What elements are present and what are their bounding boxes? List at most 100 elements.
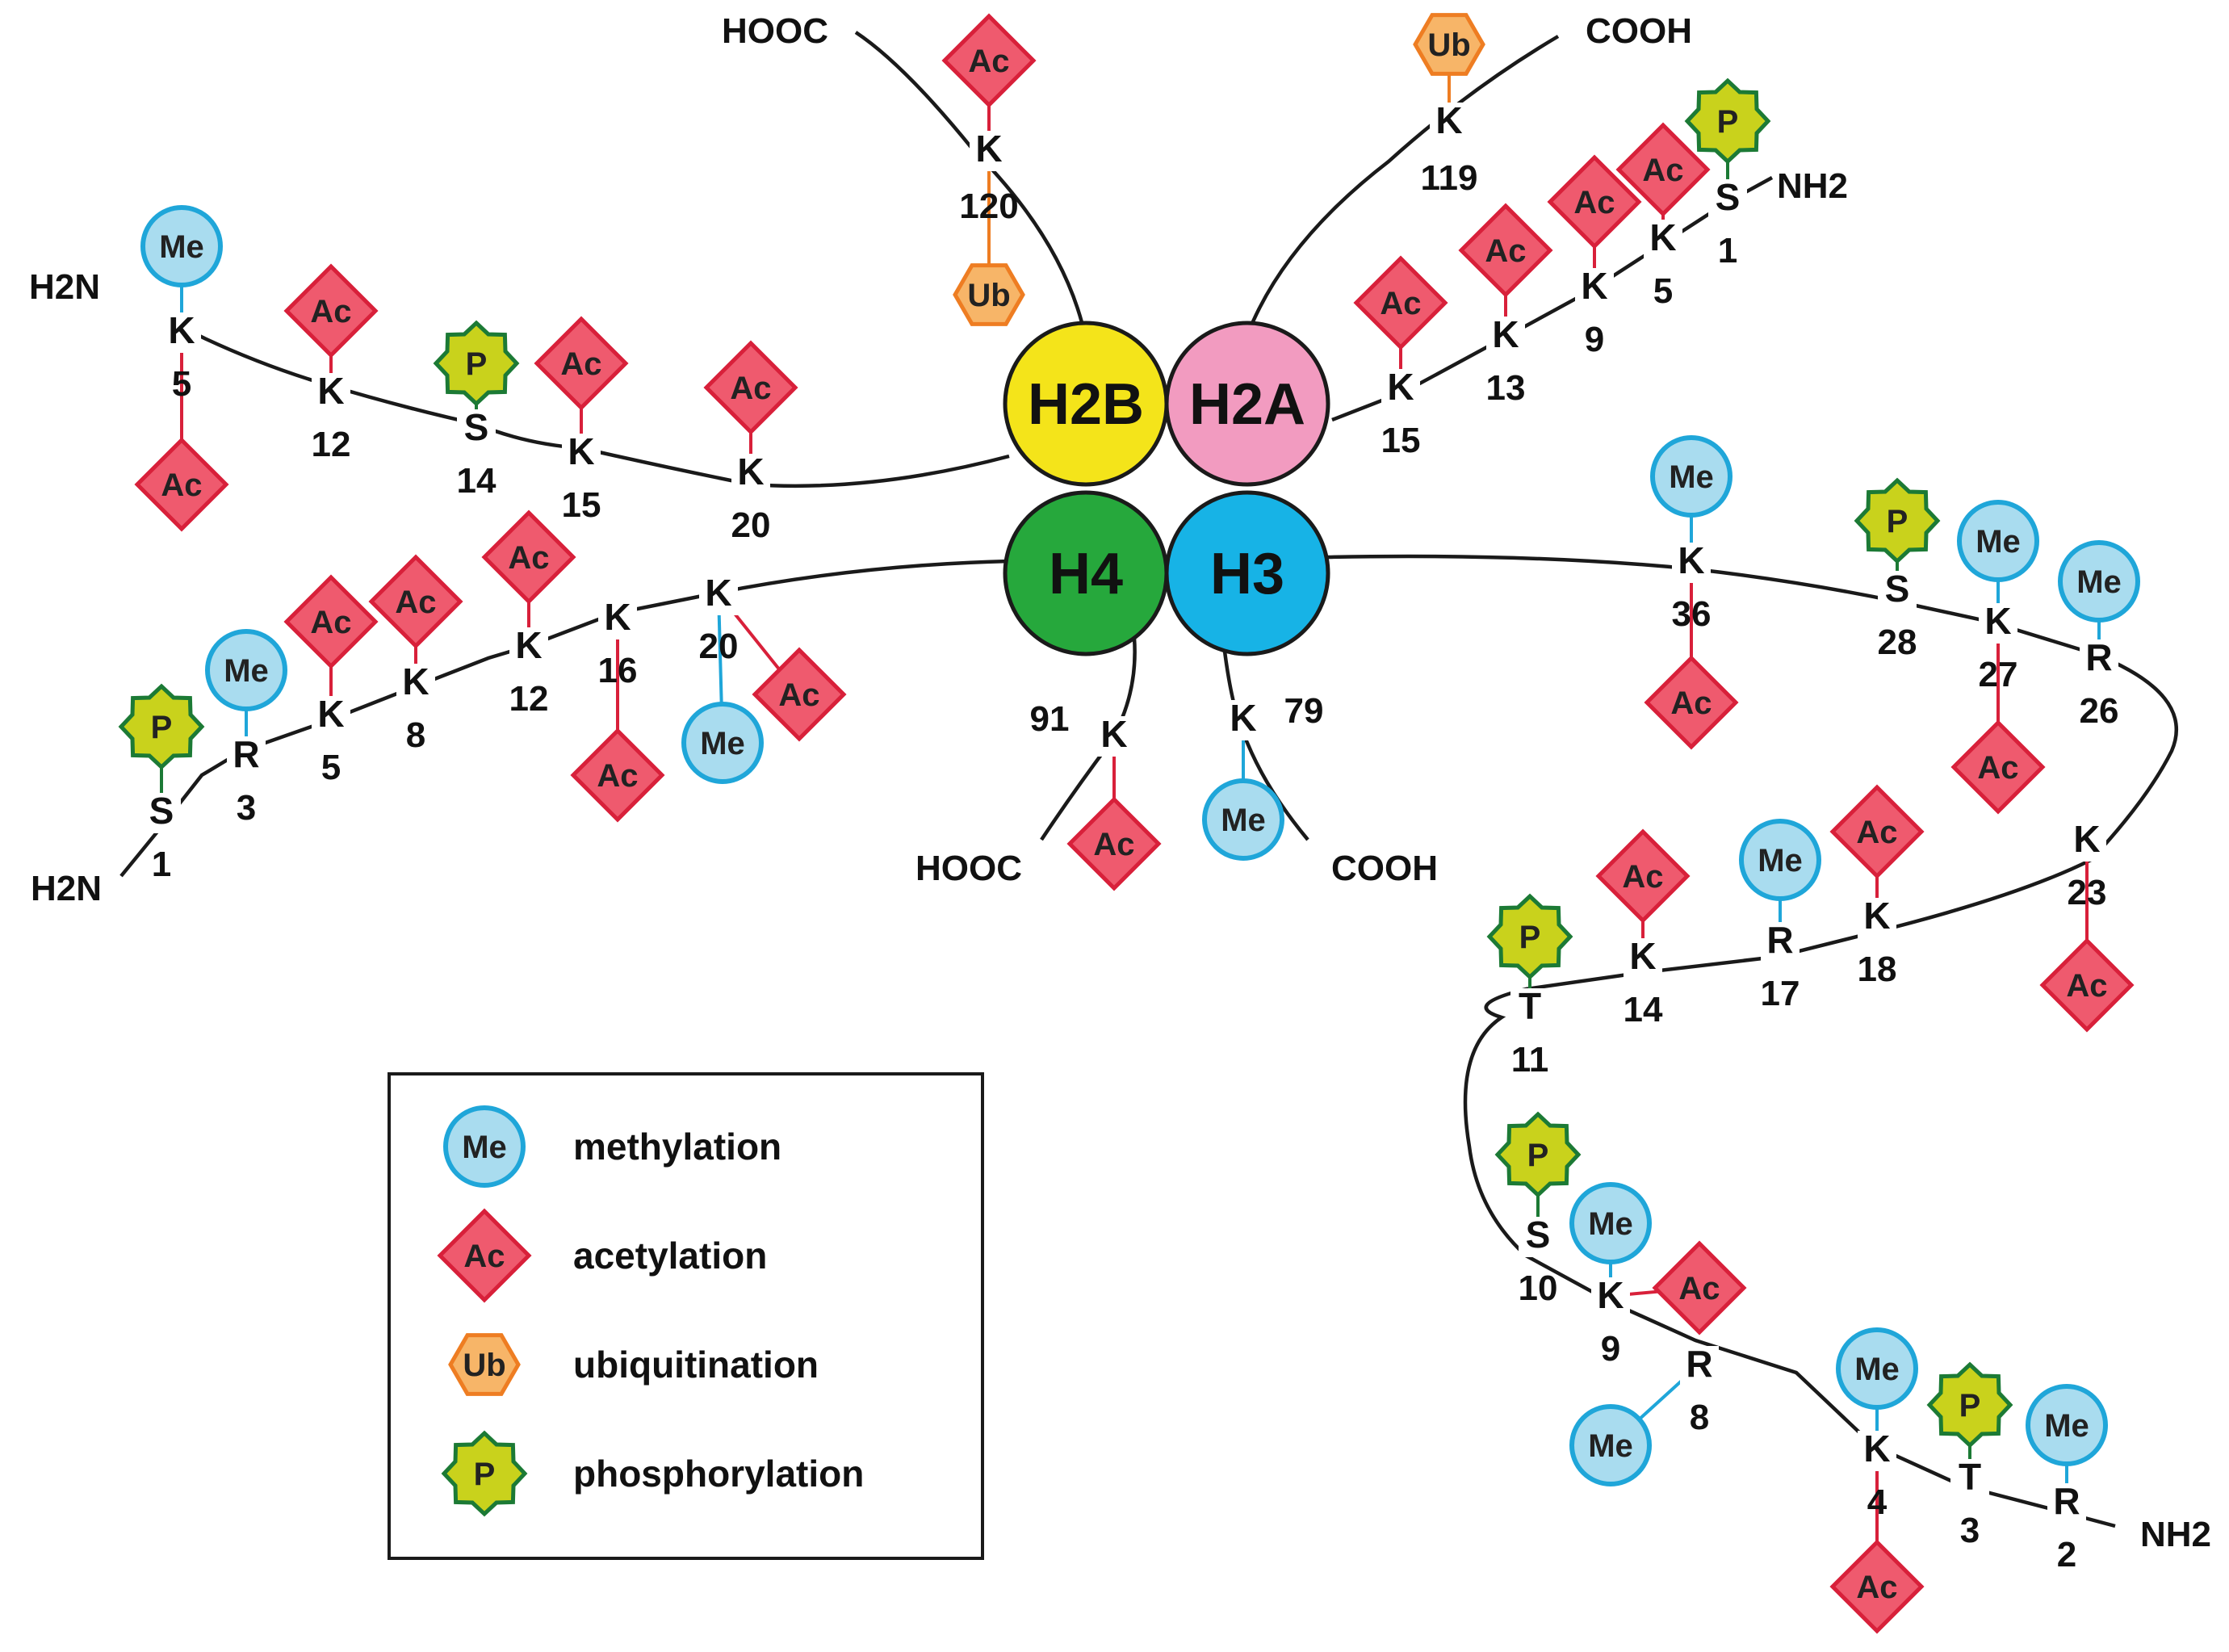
legend-label: methylation bbox=[573, 1126, 781, 1168]
h3-r17-me-badge: Me bbox=[1739, 819, 1821, 901]
residue-h4-r3: R3 bbox=[227, 733, 266, 828]
residue-letter: K bbox=[317, 370, 344, 412]
h3-k9-ac-badge: Ac bbox=[1652, 1240, 1747, 1335]
acetyl-diamond bbox=[1458, 203, 1553, 298]
h3-r8-me-badge: Me bbox=[1569, 1404, 1652, 1486]
residue-letter: K bbox=[737, 451, 764, 493]
residue-number: 119 bbox=[1421, 158, 1478, 198]
acetyl-diamond bbox=[752, 647, 847, 742]
badge-label: P bbox=[1519, 920, 1541, 955]
methyl-circle bbox=[1202, 778, 1284, 861]
h4-k8-ac-badge: Ac bbox=[368, 554, 463, 649]
residue-backdrop bbox=[1519, 1217, 1557, 1257]
legend-label: phosphorylation bbox=[573, 1453, 864, 1495]
core-label: H3 bbox=[1210, 542, 1284, 606]
badge-label: Ac bbox=[730, 371, 771, 406]
residue-backdrop bbox=[1510, 988, 1549, 1029]
phospho-star bbox=[1486, 893, 1573, 980]
acetyl-diamond bbox=[534, 316, 629, 411]
residue-backdrop bbox=[1381, 369, 1420, 409]
residue-h3-t3: T3 bbox=[1950, 1456, 1989, 1550]
residue-number: 5 bbox=[172, 364, 191, 404]
residue-backdrop bbox=[162, 312, 201, 353]
residue-letter: S bbox=[464, 406, 489, 448]
h3-t11-p-badge: P bbox=[1486, 893, 1573, 980]
residue-backdrop bbox=[2068, 821, 2106, 862]
residue-letter: K bbox=[1387, 366, 1414, 408]
residue-backdrop bbox=[1644, 220, 1682, 260]
residue-h2b-k12: K 12 bbox=[312, 370, 351, 464]
residue-letter: R bbox=[2085, 636, 2112, 678]
badge-label: Ac bbox=[1678, 1271, 1720, 1306]
residue-h3-r17: R17 bbox=[1761, 919, 1800, 1013]
residue-backdrop bbox=[312, 696, 350, 736]
residue-letter: R bbox=[233, 733, 259, 775]
h4-k12-ac-badge: Ac bbox=[481, 509, 576, 605]
residue-backdrop bbox=[1672, 543, 1711, 583]
badge-label: Ac bbox=[560, 346, 601, 382]
h2a-k5-ac-badge: Ac bbox=[1615, 122, 1711, 217]
badge-label: P bbox=[1717, 104, 1739, 140]
residue-letter: S bbox=[149, 790, 174, 832]
residue-h3-k4: K4 bbox=[1858, 1428, 1896, 1522]
h3-k27-ac-badge: Ac bbox=[1950, 719, 2046, 815]
residue-h2a-k5: K5 bbox=[1644, 216, 1682, 311]
residue-number: 120 bbox=[959, 187, 1018, 226]
badge-label: Ub bbox=[463, 1348, 505, 1383]
residue-h3-k14: K14 bbox=[1624, 935, 1663, 1029]
residue-h4-k8: K8 bbox=[396, 660, 435, 755]
residue-number: 12 bbox=[509, 679, 549, 719]
methyl-circle bbox=[1569, 1404, 1652, 1486]
badge-label: P bbox=[1887, 504, 1908, 539]
core-label: H2B bbox=[1028, 372, 1144, 437]
acetyl-diamond bbox=[1547, 154, 1642, 249]
h4-k20-me-badge: Me bbox=[681, 702, 764, 784]
residue-number: 10 bbox=[1519, 1268, 1558, 1308]
badge-label: Me bbox=[1669, 459, 1714, 495]
badge-label: P bbox=[151, 710, 173, 745]
badge-label: Ac bbox=[1670, 686, 1712, 721]
phospho-star bbox=[1494, 1111, 1582, 1198]
h4-r3-me-badge: Me bbox=[205, 629, 287, 711]
residue-h2b-s14: S14 bbox=[457, 406, 496, 501]
acetyl-diamond bbox=[1829, 1539, 1925, 1634]
methyl-circle bbox=[2026, 1384, 2108, 1466]
h3-r26-me-badge: Me bbox=[2058, 540, 2140, 623]
residue-letter: K bbox=[1100, 713, 1127, 755]
legend-label: ubiquitination bbox=[573, 1344, 819, 1386]
residue-h4-k5: K5 bbox=[312, 693, 350, 787]
residue-number: 15 bbox=[562, 485, 601, 525]
h3-s10-p-badge: P bbox=[1494, 1111, 1582, 1198]
h2b-k5-ac-badge: Ac bbox=[134, 437, 229, 532]
residue-backdrop bbox=[1680, 1346, 1719, 1386]
residue-h2b-k20: K20 bbox=[731, 451, 771, 545]
ubiquitin-hexagon bbox=[1413, 13, 1485, 76]
residue-letter: K bbox=[402, 660, 429, 702]
residue-letter: K bbox=[1984, 600, 2011, 642]
badge-label: Ac bbox=[310, 605, 351, 640]
residue-backdrop bbox=[1591, 1277, 1630, 1318]
residue-backdrop bbox=[562, 434, 601, 474]
residue-letter: K bbox=[1492, 313, 1519, 355]
badge-label: Ac bbox=[968, 44, 1009, 79]
residue-h4-k20: K20 bbox=[699, 572, 739, 666]
badge-label: Ub bbox=[1427, 27, 1470, 63]
residue-h3-r26: R26 bbox=[2080, 636, 2119, 731]
h3-n-tail bbox=[1327, 554, 2178, 1528]
badge-label: Ac bbox=[1093, 827, 1134, 862]
phospho-star bbox=[1926, 1361, 2013, 1449]
residue-backdrop bbox=[1858, 1431, 1896, 1471]
residue-number: 12 bbox=[312, 425, 351, 464]
methyl-circle bbox=[443, 1105, 526, 1188]
residue-backdrop bbox=[1761, 922, 1800, 962]
residue-backdrop bbox=[1224, 700, 1263, 740]
residue-backdrop bbox=[598, 599, 637, 639]
h4-k20-ac-badge: Ac bbox=[752, 647, 847, 742]
badge-label: Ac bbox=[1380, 286, 1421, 321]
phospho-star bbox=[1854, 477, 1941, 564]
residue-letter: K bbox=[515, 624, 542, 666]
residue-number: 9 bbox=[1585, 320, 1604, 359]
